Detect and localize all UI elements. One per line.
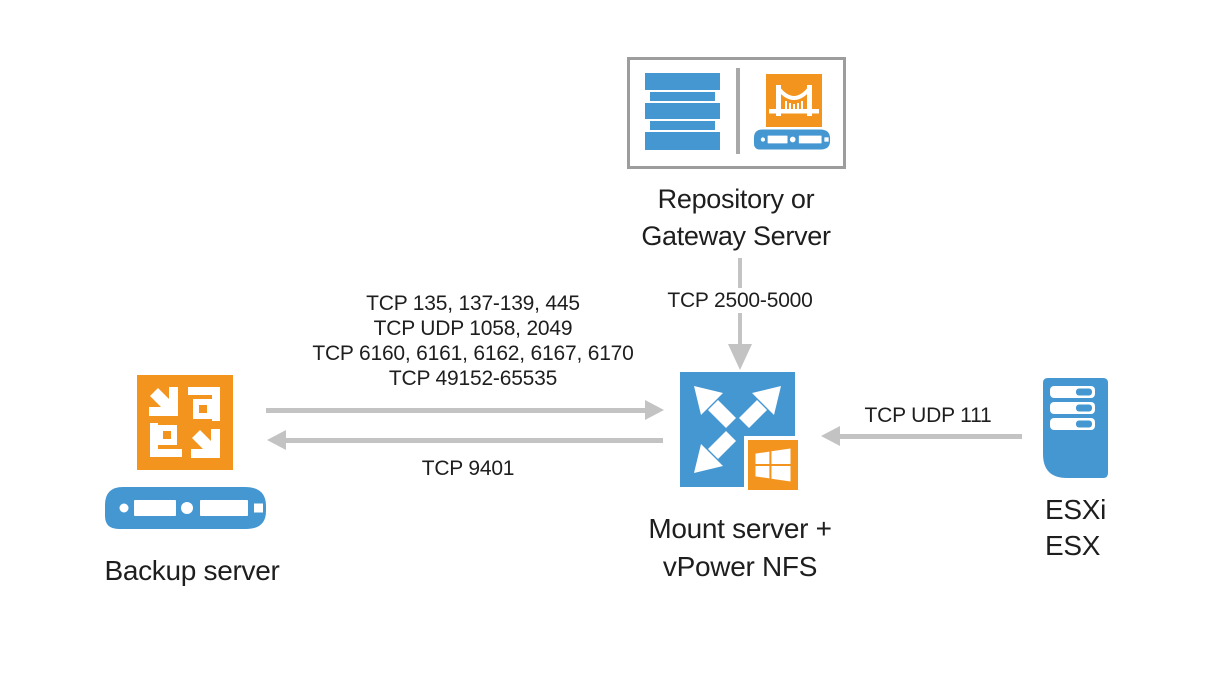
arrow-backup-to-mount-line (266, 408, 646, 413)
backup-server-label: Backup server (104, 555, 280, 586)
arrow-esxi-to-mount-head (821, 426, 840, 446)
port-list-backup-to-mount: TCP 135, 137-139, 445 TCP UDP 1058, 2049… (273, 291, 673, 391)
repository-label: Repository or Gateway Server (586, 181, 886, 255)
box-divider (736, 68, 740, 154)
port-label-mount-to-backup: TCP 9401 (421, 457, 515, 480)
esxi-label-line1: ESXi (1045, 494, 1107, 525)
port-line: TCP 6160, 6161, 6162, 6167, 6170 (312, 342, 634, 365)
mount-server-arrows-icon (694, 386, 781, 473)
arrow-mount-to-backup-head (267, 430, 286, 450)
mount-server-label: Mount server + vPower NFS (590, 510, 890, 586)
arrow-mount-to-backup-line (285, 438, 663, 443)
repository-label-line1: Repository or (657, 184, 815, 214)
port-label-repo-to-mount: TCP 2500-5000 (640, 288, 840, 313)
mount-server-label-line1: Mount server + (648, 513, 832, 544)
repository-label-line2: Gateway Server (641, 221, 831, 251)
esxi-label-line2: ESX (1045, 530, 1101, 561)
port-line: TCP 135, 137-139, 445 (366, 292, 580, 315)
esxi-label: ESXi ESX (1045, 492, 1205, 564)
windows-logo-badge (744, 436, 802, 494)
backup-server-glyph-icon (149, 387, 220, 458)
backup-server-icon (137, 375, 233, 470)
port-line: TCP 49152-65535 (388, 367, 558, 390)
gateway-appliance-icon (753, 129, 831, 150)
backup-appliance-icon (105, 487, 266, 529)
port-label-esxi-to-mount: TCP UDP 111 (864, 404, 992, 427)
arrow-esxi-to-mount-line (839, 434, 1022, 439)
gateway-bridge-icon (766, 74, 822, 127)
repository-disks-icon (645, 73, 720, 150)
arrow-repo-to-mount-head (728, 344, 752, 370)
port-line: TCP UDP 1058, 2049 (373, 317, 573, 340)
arrow-backup-to-mount-head (645, 400, 664, 420)
mount-server-label-line2: vPower NFS (662, 551, 818, 582)
esxi-host-icon (1043, 378, 1108, 478)
windows-logo-icon (755, 448, 791, 482)
repository-gateway-box (627, 57, 846, 169)
